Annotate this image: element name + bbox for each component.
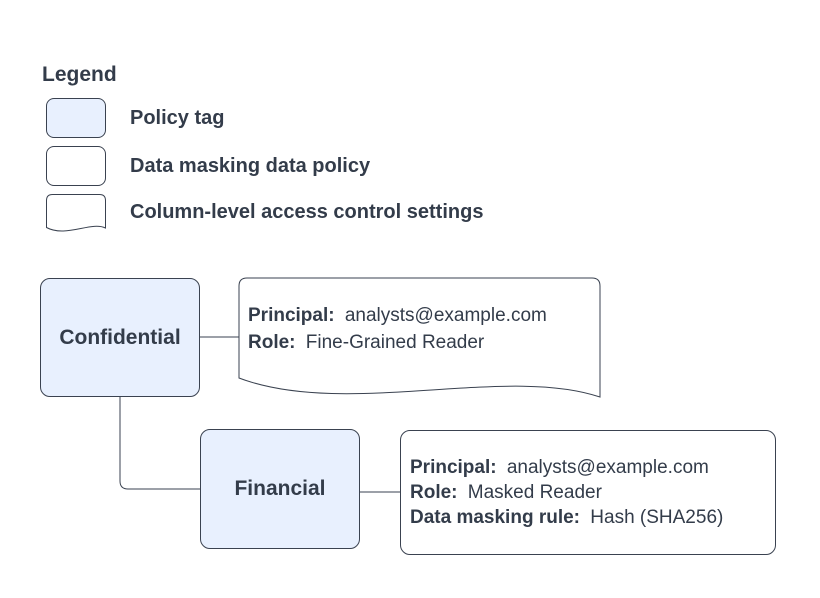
principal-value: analysts@example.com [506, 457, 709, 478]
role-label: Role: [410, 482, 458, 503]
principal-label: Principal: [410, 457, 497, 478]
access-settings-card-shape [238, 277, 601, 398]
principal-value: analysts@example.com [344, 305, 547, 326]
policy-tag-swatch-icon [46, 98, 106, 138]
document-swatch-icon [46, 194, 106, 232]
policy-tag-financial-label: Financial [234, 477, 326, 500]
connector-confidential-to-financial [119, 395, 200, 490]
principal-label: Principal: [248, 305, 335, 326]
policy-tag-confidential-label: Confidential [59, 325, 181, 349]
access-card-principal-line: Principal: analysts@example.com [248, 302, 547, 329]
masking-card-principal-line: Principal: analysts@example.com [410, 455, 775, 480]
access-settings-card: Principal: analysts@example.com Role: Fi… [248, 302, 547, 356]
access-card-role-line: Role: Fine-Grained Reader [248, 329, 547, 356]
role-value: Masked Reader [467, 482, 602, 503]
masking-card-role-line: Role: Masked Reader [410, 480, 775, 505]
policy-tag-confidential: Confidential [40, 278, 200, 397]
masking-rule-label: Data masking rule: [410, 507, 580, 528]
legend-item-policy-tag: Policy tag [130, 106, 225, 129]
data-policy-swatch-icon [46, 146, 106, 186]
data-masking-policy-card: Principal: analysts@example.com Role: Ma… [400, 430, 776, 555]
masking-rule-value: Hash (SHA256) [590, 507, 724, 528]
legend-item-column-access-settings: Column-level access control settings [130, 200, 484, 223]
role-label: Role: [248, 332, 296, 353]
role-value: Fine-Grained Reader [305, 332, 485, 353]
legend-title: Legend [42, 63, 117, 86]
legend-item-data-masking-policy: Data masking data policy [130, 154, 371, 177]
masking-card-rule-line: Data masking rule: Hash (SHA256) [410, 505, 775, 530]
policy-tag-financial: Financial [200, 429, 360, 549]
